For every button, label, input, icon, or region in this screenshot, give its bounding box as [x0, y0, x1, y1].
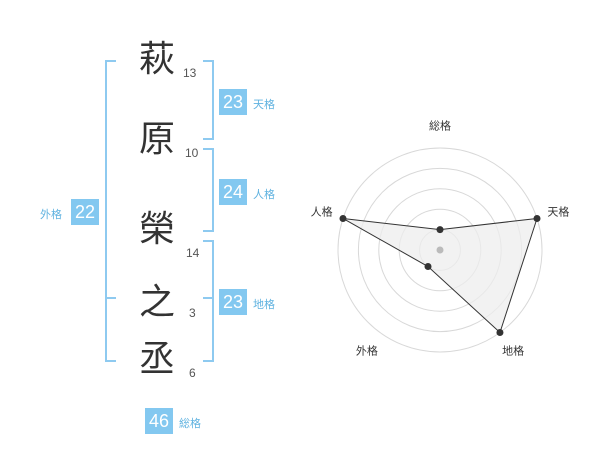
chikaku-label: 地格: [253, 298, 275, 311]
radar-point: [339, 214, 347, 222]
jinkaku-value: 24: [219, 179, 247, 205]
radar-axis-label: 外格: [356, 344, 378, 358]
radar-point: [436, 226, 444, 234]
chikaku-bracket-tick: [203, 297, 214, 299]
gaikaku-label: 外格: [40, 208, 62, 221]
radar-center-dot: [436, 246, 444, 254]
radar-point: [496, 329, 504, 337]
tenkaku-bracket: [203, 60, 214, 140]
stroke-count-4: 3: [189, 306, 196, 320]
jinkaku-bracket: [203, 148, 214, 232]
radar-axis-label: 人格: [311, 205, 333, 219]
jinkaku-label: 人格: [253, 188, 275, 201]
name-char-4: 之: [138, 282, 175, 323]
radar-axis-label: 地格: [502, 344, 524, 358]
name-char-2: 原: [138, 119, 175, 160]
name-char-5: 丞: [138, 339, 175, 380]
gaikaku-bracket-tick: [105, 297, 116, 299]
tenkaku-label: 天格: [253, 98, 275, 111]
gaikaku-value: 22: [71, 199, 99, 225]
gaikaku-bracket: [105, 60, 116, 362]
name-char-1: 萩: [138, 39, 175, 80]
radar-axis-label: 総格: [429, 119, 451, 133]
stroke-count-1: 13: [183, 66, 197, 80]
chikaku-value: 23: [219, 289, 247, 315]
stroke-count-2: 10: [185, 146, 199, 160]
soukaku-value: 46: [145, 408, 173, 434]
name-char-3: 榮: [138, 209, 175, 250]
radar-grid-ring: [337, 147, 543, 353]
stroke-count-3: 14: [186, 246, 200, 260]
soukaku-label: 総格: [179, 417, 201, 430]
radar-point: [424, 263, 432, 271]
radar-axis-label: 天格: [547, 205, 569, 219]
chikaku-bracket: [203, 240, 214, 362]
tenkaku-value: 23: [219, 89, 247, 115]
radar-point: [533, 214, 541, 222]
stroke-count-5: 6: [189, 366, 196, 380]
radar-polygon: [342, 217, 538, 334]
